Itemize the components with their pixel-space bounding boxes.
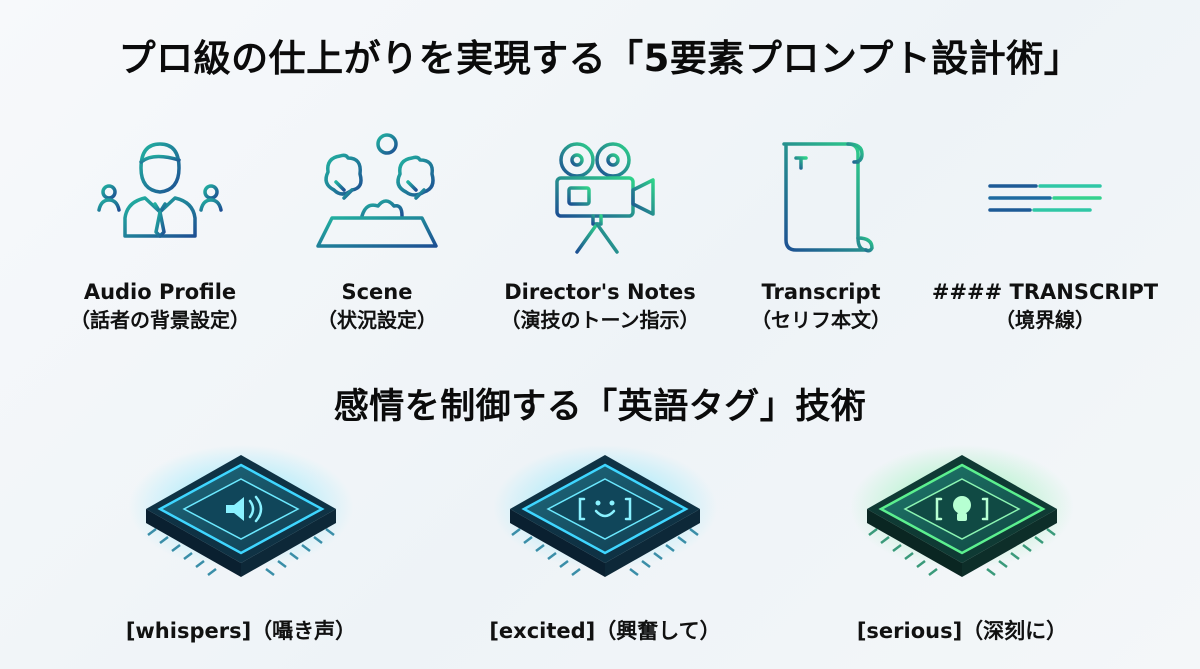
- element-boundary: #### TRANSCRIPT （境界線）: [930, 128, 1160, 334]
- element-label: Scene: [341, 280, 413, 304]
- section-title: 感情を制御する「英語タグ」技術: [333, 387, 867, 427]
- person-icon: [97, 142, 223, 238]
- element-sub: （境界線）: [995, 308, 1095, 332]
- element-sub: （状況設定）: [317, 308, 437, 332]
- tag-excited: [excited]（興奮して）: [455, 445, 755, 645]
- element-sub: （セリフ本文）: [751, 308, 891, 332]
- element-label: Transcript: [761, 280, 881, 304]
- element-sub: （演技のトーン指示）: [500, 308, 700, 332]
- tag-label: [serious]（深刻に）: [856, 619, 1068, 643]
- element-transcript: Transcript （セリフ本文）: [706, 128, 936, 334]
- speaker-chip-icon: [129, 445, 353, 577]
- smile-chip-icon: [493, 445, 717, 577]
- bulb-chip-icon: [850, 445, 1074, 577]
- tag-label: [excited]（興奮して）: [489, 619, 721, 643]
- tag-whispers: [whispers]（囁き声）: [91, 445, 391, 645]
- element-label: Director's Notes: [504, 280, 696, 304]
- lines-icon: [988, 184, 1102, 212]
- tag-serious: [serious]（深刻に）: [812, 445, 1112, 645]
- tag-label: [whispers]（囁き声）: [125, 619, 357, 643]
- scroll-icon: [782, 142, 874, 253]
- element-label: #### TRANSCRIPT: [931, 280, 1159, 304]
- element-scene: Scene （状況設定）: [262, 128, 492, 334]
- camera-icon: [555, 142, 655, 254]
- element-label: Audio Profile: [83, 280, 237, 304]
- element-audio-profile: Audio Profile （話者の背景設定）: [45, 128, 275, 334]
- scene-icon: [316, 133, 438, 248]
- element-sub: （話者の背景設定）: [70, 308, 250, 332]
- page-title: プロ級の仕上がりを実現する「5要素プロンプト設計術」: [118, 37, 1082, 80]
- element-directors-notes: Director's Notes （演技のトーン指示）: [485, 128, 715, 334]
